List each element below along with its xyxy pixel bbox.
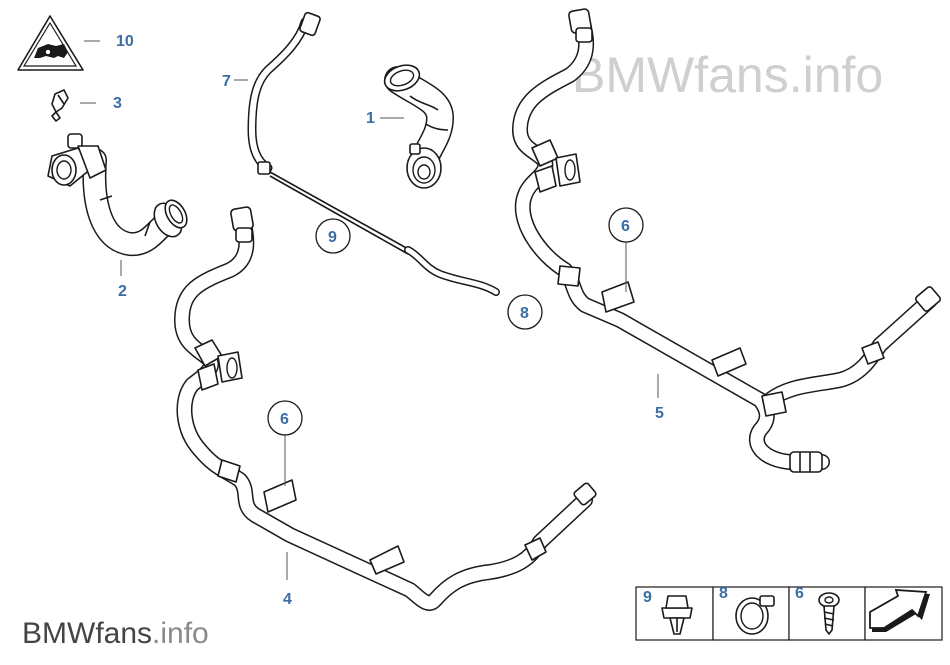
next-arrow-icon[interactable] xyxy=(869,589,930,632)
hose-part-1 xyxy=(383,64,454,189)
plastic-clip-icon xyxy=(661,595,693,635)
callout-6-left xyxy=(267,400,303,436)
part-number-4: 4 xyxy=(283,591,292,608)
part-number-9: 9 xyxy=(328,229,337,246)
callout-6-right xyxy=(608,207,644,243)
hose-part-5 xyxy=(512,8,942,473)
part-number-6-right: 6 xyxy=(621,218,630,235)
part-number-6-left: 6 xyxy=(280,411,289,428)
callout-9 xyxy=(315,218,351,254)
callout-8 xyxy=(507,294,543,330)
legend-number-8: 8 xyxy=(719,585,728,602)
part-number-1: 1 xyxy=(366,110,375,127)
watermark-bottom: BMWfans.info xyxy=(22,617,209,650)
legend-number-9: 9 xyxy=(643,589,652,606)
watermark-top: BMWfans.info xyxy=(572,47,883,103)
part-number-8: 8 xyxy=(520,305,529,322)
part-number-3: 3 xyxy=(113,95,122,112)
legend-number-6: 6 xyxy=(795,585,804,602)
hose-part-7 xyxy=(247,11,500,296)
hose-clamp-icon xyxy=(735,595,775,635)
hose-part-2 xyxy=(47,133,188,256)
screw-icon xyxy=(818,592,840,635)
connector-piece xyxy=(51,89,69,122)
warning-label-icon xyxy=(17,15,84,71)
part-number-10: 10 xyxy=(116,33,134,50)
part-number-7: 7 xyxy=(222,73,231,90)
part-number-5: 5 xyxy=(655,405,664,422)
legend-strip: 9 8 6 xyxy=(635,585,943,641)
part-number-2: 2 xyxy=(118,283,127,300)
hose-part-4 xyxy=(174,206,597,611)
